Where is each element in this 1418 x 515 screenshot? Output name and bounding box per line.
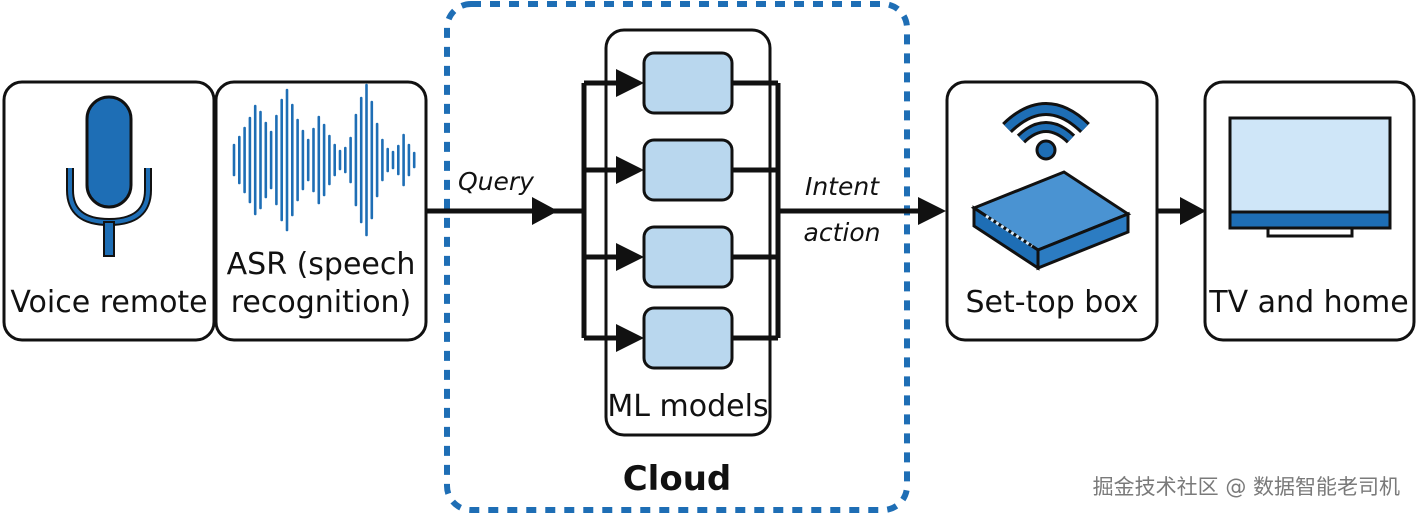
set-top-box-node: Set-top box: [945, 80, 1159, 342]
cloud-label: Cloud: [623, 459, 732, 499]
intent-label-line2: action: [804, 218, 881, 247]
asr-node: ASR (speech recognition): [214, 80, 428, 342]
tv-and-home-node: TV and home: [1203, 80, 1416, 342]
wifi-icon: [1002, 102, 1090, 161]
cloud-group: [444, 1, 910, 513]
voice-remote-label: Voice remote: [10, 285, 207, 320]
watermark: 掘金技术社区 @ 数据智能老司机: [1093, 475, 1400, 499]
ml-model-unit: [584, 51, 778, 115]
tv-and-home-label: TV and home: [1208, 285, 1408, 320]
stb-to-tv-edge: [1157, 197, 1206, 225]
voice-remote-node: Voice remote: [2, 80, 216, 342]
ml-model-unit: [584, 306, 778, 370]
set-top-box-label: Set-top box: [965, 285, 1138, 320]
tv-icon: [1228, 116, 1392, 238]
ml-model-unit: [584, 225, 778, 289]
intent-label-line1: Intent: [805, 172, 880, 201]
ml-models-node: ML models: [581, 28, 781, 437]
set-top-box-icon: [970, 170, 1132, 271]
asr-label-line2: recognition): [231, 285, 412, 320]
intent-edge: [778, 197, 946, 225]
microphone-icon: [66, 95, 152, 257]
asr-label-line1: ASR (speech: [227, 247, 416, 282]
ml-model-unit: [584, 138, 778, 202]
query-edge: [426, 197, 584, 225]
waveform-icon: [232, 83, 416, 237]
ml-models-label: ML models: [607, 389, 768, 424]
query-label: Query: [458, 167, 535, 196]
